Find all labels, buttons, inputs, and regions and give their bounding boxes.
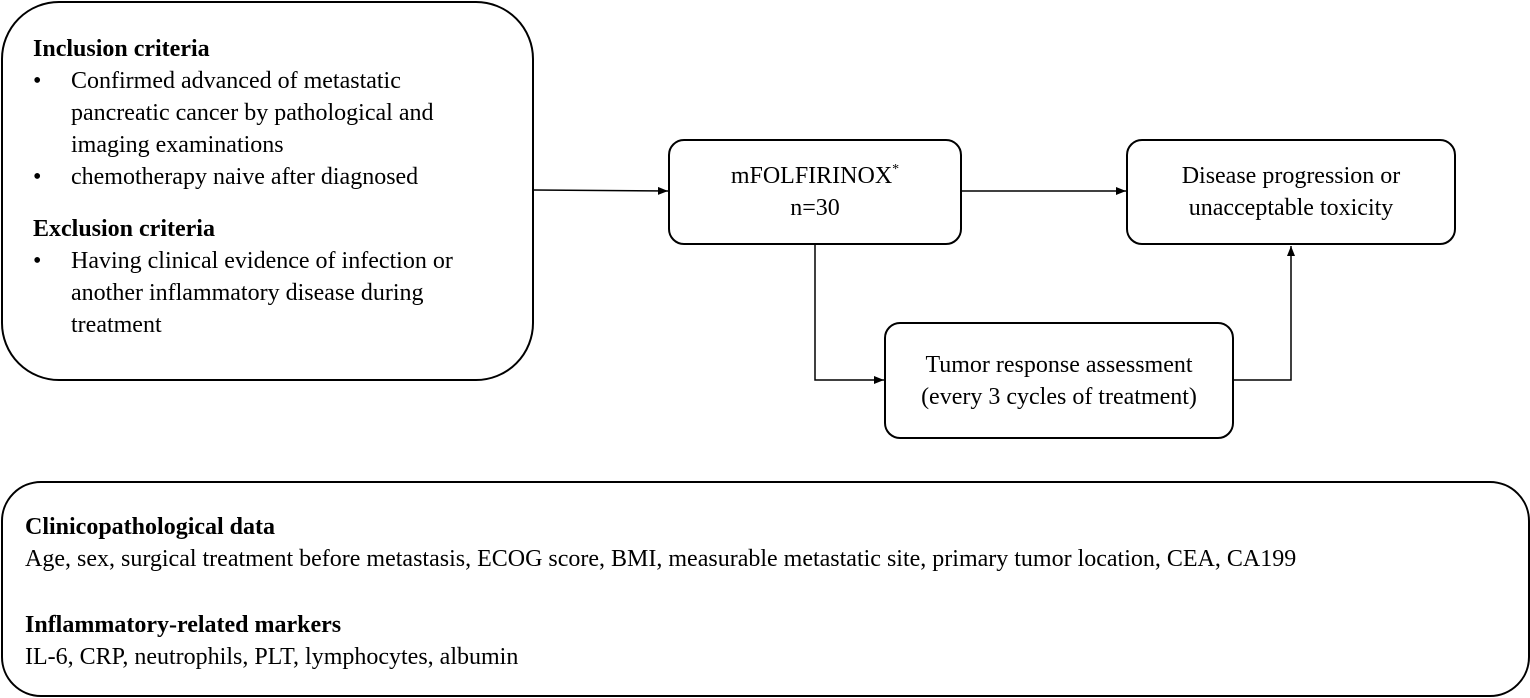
inclusion-list: Confirmed advanced of metastatic pancrea… [33, 65, 512, 193]
treatment-label: mFOLFIRINOX* [730, 162, 900, 190]
list-item: Having clinical evidence of infection or… [33, 245, 502, 341]
markers-text: IL-6, CRP, neutrophils, PLT, lymphocytes… [25, 644, 519, 670]
arrow-assessment-to-endpoint [1233, 246, 1295, 381]
arrow-treatment-to-assessment [814, 245, 884, 384]
endpoint-line-1: Disease progression or [1181, 163, 1401, 189]
clinical-text: Age, sex, surgical treatment before meta… [25, 546, 1297, 572]
endpoint-box: Disease progression or unacceptable toxi… [1126, 139, 1456, 245]
treatment-box: mFOLFIRINOX* n=30 [668, 139, 962, 245]
markers-title: Inflammatory-related markers [25, 612, 342, 638]
assessment-line-2: (every 3 cycles of treatment) [921, 383, 1197, 410]
endpoint-line-2: unacceptable toxicity [1188, 195, 1394, 221]
data-box: Clinicopathological data Age, sex, surgi… [1, 481, 1530, 697]
exclusion-list: Having clinical evidence of infection or… [33, 245, 512, 341]
exclusion-title: Exclusion criteria [33, 216, 215, 242]
criteria-box: Inclusion criteria Confirmed advanced of… [1, 1, 534, 381]
footnote-marker: * [892, 162, 900, 177]
inclusion-title: Inclusion criteria [33, 36, 210, 62]
sample-size: n=30 [790, 195, 840, 221]
arrow-criteria-to-treatment [532, 186, 669, 195]
list-item: chemotherapy naive after diagnosed [33, 161, 492, 193]
assessment-box: Tumor response assessment (every 3 cycle… [884, 322, 1234, 439]
list-item: Confirmed advanced of metastatic pancrea… [33, 65, 492, 161]
assessment-line-1: Tumor response assessment [925, 351, 1193, 378]
clinical-title: Clinicopathological data [25, 514, 276, 540]
